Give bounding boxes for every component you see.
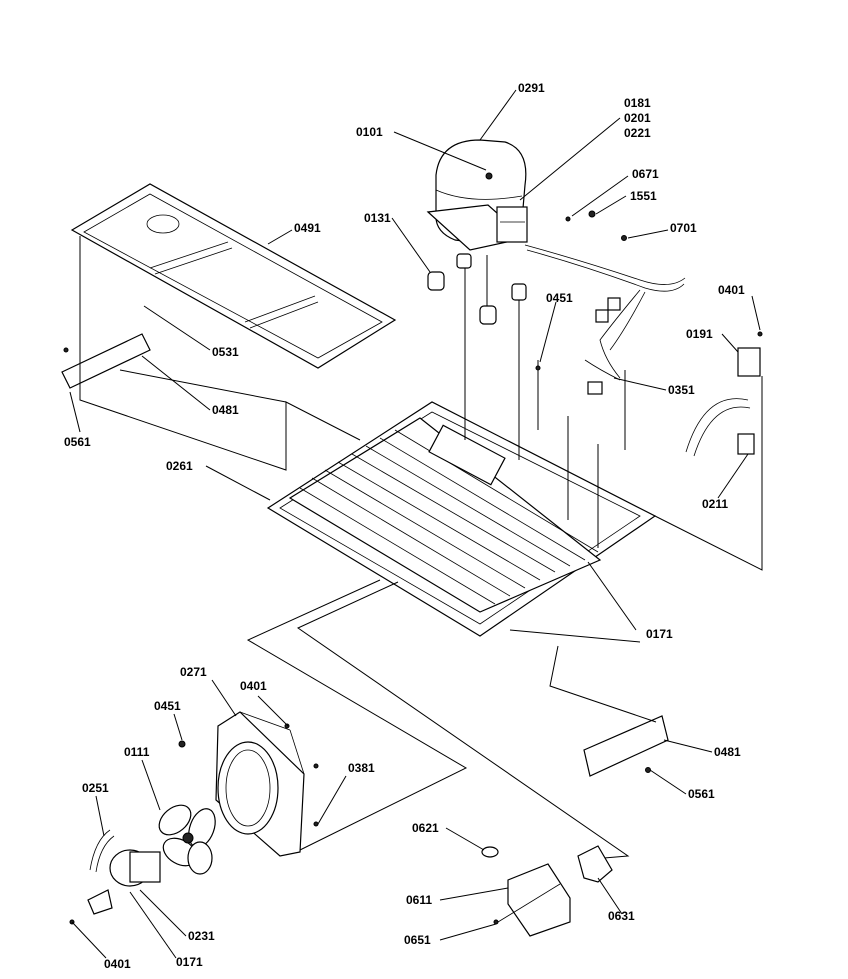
label-0101: 0101 bbox=[356, 125, 383, 139]
label-0171-mid: 0171 bbox=[646, 627, 673, 641]
label-0401-top: 0401 bbox=[718, 283, 745, 297]
label-0171-bottom: 0171 bbox=[176, 955, 203, 969]
label-0491: 0491 bbox=[294, 221, 321, 235]
grommets-part bbox=[427, 253, 527, 325]
fan-shroud-part bbox=[215, 711, 305, 857]
label-0451-mid: 0451 bbox=[154, 699, 181, 713]
callout-labels: 0291 0101 0181 0201 0221 0671 1551 0701 … bbox=[64, 81, 745, 971]
mounting-bracket-part bbox=[481, 845, 613, 937]
label-0131: 0131 bbox=[364, 211, 391, 225]
label-0251: 0251 bbox=[82, 781, 109, 795]
label-0381: 0381 bbox=[348, 761, 375, 775]
label-0201: 0201 bbox=[624, 111, 651, 125]
label-0611: 0611 bbox=[406, 893, 432, 907]
label-1551: 1551 bbox=[630, 189, 657, 203]
drain-pan-part bbox=[70, 183, 397, 369]
label-0651: 0651 bbox=[404, 933, 431, 947]
label-0561-top: 0561 bbox=[64, 435, 91, 449]
screws bbox=[63, 210, 763, 925]
label-0561-bottom: 0561 bbox=[688, 787, 715, 801]
label-0401-mid: 0401 bbox=[240, 679, 267, 693]
label-0261: 0261 bbox=[166, 459, 193, 473]
label-0191: 0191 bbox=[686, 327, 713, 341]
label-0621: 0621 bbox=[412, 821, 439, 835]
label-0291: 0291 bbox=[518, 81, 545, 95]
label-0221: 0221 bbox=[624, 126, 651, 140]
label-0271: 0271 bbox=[180, 665, 207, 679]
bracket-right-part bbox=[583, 715, 669, 777]
label-0401-bottom: 0401 bbox=[104, 957, 131, 971]
label-0671: 0671 bbox=[632, 167, 659, 181]
label-0481-bottom: 0481 bbox=[714, 745, 741, 759]
thermostat-part bbox=[685, 398, 755, 457]
label-0351: 0351 bbox=[668, 383, 695, 397]
label-0451-top: 0451 bbox=[546, 291, 573, 305]
bracket-left-part bbox=[61, 333, 151, 389]
label-0231: 0231 bbox=[188, 929, 215, 943]
label-0481-top: 0481 bbox=[212, 403, 239, 417]
label-0111: 0111 bbox=[124, 745, 150, 759]
label-0701: 0701 bbox=[670, 221, 697, 235]
fan-blade-part bbox=[158, 804, 216, 875]
wiring-harness-part bbox=[524, 244, 686, 395]
condenser-base-part bbox=[266, 401, 657, 637]
label-0531: 0531 bbox=[212, 345, 239, 359]
compressor-part bbox=[426, 139, 528, 251]
fan-motor-part bbox=[87, 829, 161, 915]
callout-leaders bbox=[69, 89, 761, 959]
relay-part bbox=[737, 347, 761, 377]
label-0211: 0211 bbox=[702, 497, 728, 511]
label-0631: 0631 bbox=[608, 909, 635, 923]
label-0181: 0181 bbox=[624, 96, 651, 110]
